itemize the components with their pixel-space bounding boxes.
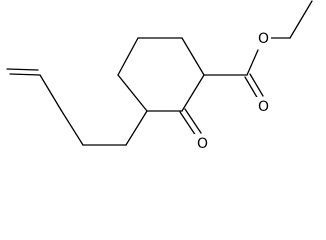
- chain-bond-3: [60, 109, 84, 146]
- ring-bond-top-right: [181, 37, 205, 76]
- ester-carbonyl-double-bond-a: [244, 76, 259, 100]
- ketone-group: [179, 108, 202, 137]
- chain-bond-4: [39, 74, 62, 111]
- ring-bond-bottom-right: [181, 74, 205, 112]
- terminal-alkene-double-bond-a: [9, 73, 41, 76]
- chain-bond-1: [125, 110, 148, 146]
- ring-bond-bottom-left: [117, 74, 148, 112]
- ethyl-ch2-ch3-bond: [289, 0, 313, 39]
- ethyl-2-oxo-3-pentenylcyclohexanecarboxylate-structure: O O O: [6, 0, 313, 150]
- ketone-oxygen-atom: O: [194, 134, 210, 150]
- ketone-double-bond-a: [179, 111, 197, 137]
- carbonyl-to-ether-oxygen-bond: [246, 49, 259, 76]
- ester-group: [203, 0, 313, 100]
- pentenyl-chain: [6, 68, 148, 146]
- ester-oxygen-atom: O: [255, 29, 271, 47]
- ring-bond-top-left: [117, 37, 139, 76]
- cyclohexane-ring: [117, 37, 205, 112]
- ketone-double-bond-b: [184, 108, 202, 134]
- ester-oxygen-label: O: [258, 31, 269, 47]
- ester-carbonyl-oxygen-label: O: [258, 99, 269, 115]
- terminal-alkene-double-bond-b: [6, 68, 39, 71]
- ester-carbonyl-double-bond-b: [249, 73, 264, 97]
- ester-carbonyl-oxygen-atom: O: [255, 97, 271, 115]
- ketone-oxygen-label: O: [197, 136, 208, 150]
